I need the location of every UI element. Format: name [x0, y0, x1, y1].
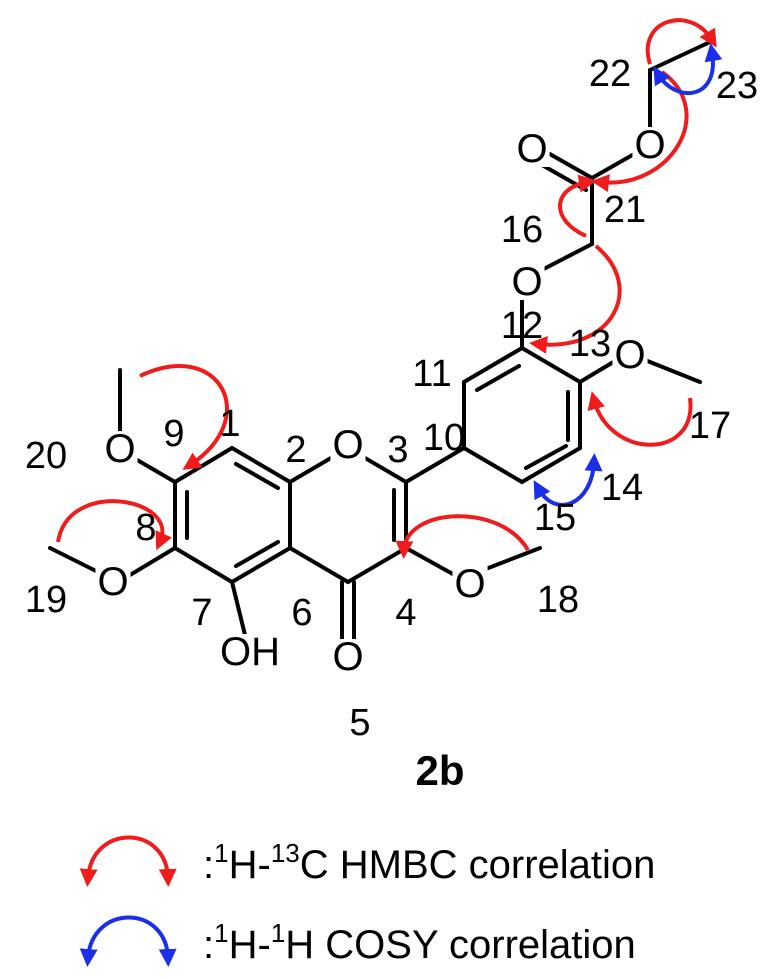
- atom-label-background: [330, 639, 366, 675]
- legend-hmbc-text: :1H-13C HMBC correlation: [203, 838, 655, 887]
- hydroxyl-group: OH: [220, 630, 280, 674]
- position-label-15: 15: [534, 497, 576, 539]
- atom-label-background: [509, 264, 545, 300]
- position-label-22: 22: [589, 53, 631, 95]
- legend-cosy-arrow-icon: [79, 915, 177, 967]
- atom-label-background: [632, 127, 668, 163]
- position-label-6: 6: [291, 592, 312, 634]
- position-label-2: 2: [285, 429, 306, 471]
- legend-cosy-text: :1H-1H COSY correlation: [203, 918, 636, 967]
- hmbc-arrow-18-3: [395, 514, 530, 559]
- position-label-1: 1: [219, 403, 240, 445]
- position-label-5: 5: [349, 702, 370, 744]
- hmbc-arrows: [56, 18, 717, 559]
- position-label-14: 14: [601, 467, 643, 509]
- ester-oxygen: O: [634, 123, 665, 167]
- position-label-12: 12: [501, 305, 543, 347]
- position-label-4: 4: [395, 592, 416, 634]
- cosy-arrow-22-23: [653, 43, 723, 96]
- position-label-8: 8: [135, 507, 156, 549]
- hmbc-arrow-16-12: [529, 244, 622, 354]
- position-label-20: 20: [25, 435, 67, 477]
- atom-label-background: [514, 131, 550, 167]
- ester-carbonyl-oxygen: O: [516, 127, 547, 171]
- ether-oxygen-12: O: [511, 260, 542, 304]
- position-label-17: 17: [689, 405, 731, 447]
- position-label-9: 9: [163, 413, 184, 455]
- position-label-7: 7: [191, 592, 212, 634]
- hmbc-arrow-16-21: [558, 174, 597, 238]
- hmbc-arrow-22-23: [645, 18, 717, 65]
- position-label-13: 13: [569, 323, 611, 365]
- atom-label-background: [95, 564, 131, 600]
- atom-label-background: [218, 634, 282, 670]
- position-label-11: 11: [412, 353, 451, 395]
- position-label-21: 21: [604, 189, 646, 231]
- cosy-arrow-14-15: [533, 453, 603, 507]
- compound-label: 2b: [415, 747, 464, 794]
- atom-symbols: O O O OH O O O O O O: [95, 123, 668, 679]
- carbonyl-oxygen: O: [332, 635, 363, 679]
- legend: :1H-13C HMBC correlation :1H-1H COSY cor…: [79, 835, 655, 967]
- position-label-19: 19: [25, 579, 67, 621]
- atom-label-background: [330, 427, 366, 463]
- ring-oxygen: O: [332, 423, 363, 467]
- position-label-18: 18: [537, 579, 579, 621]
- atom-label-background: [452, 566, 488, 602]
- position-label-16: 16: [501, 209, 543, 251]
- methoxy-oxygen-9: O: [104, 427, 135, 471]
- methoxy-oxygen-13: O: [614, 333, 645, 377]
- hmbc-arrow-22-21: [591, 70, 689, 192]
- methoxy-oxygen-8: O: [97, 560, 128, 604]
- hmbc-arrow-20-9: [139, 364, 229, 470]
- methoxy-oxygen-4: O: [454, 562, 485, 606]
- legend-hmbc-arrow-icon: [79, 835, 177, 887]
- position-numbers: 1 2 3 4 5 6 7 8 9 10 11 12 13 14 15 16 1…: [25, 53, 758, 744]
- atom-label-background: [612, 337, 648, 373]
- hmbc-arrow-19-8: [56, 499, 172, 551]
- position-label-10: 10: [423, 417, 465, 459]
- position-label-23: 23: [716, 65, 758, 107]
- cosy-arrows: [533, 43, 723, 507]
- atom-label-background: [102, 431, 138, 467]
- position-label-3: 3: [387, 429, 408, 471]
- hmbc-arrow-17-13: [587, 391, 693, 447]
